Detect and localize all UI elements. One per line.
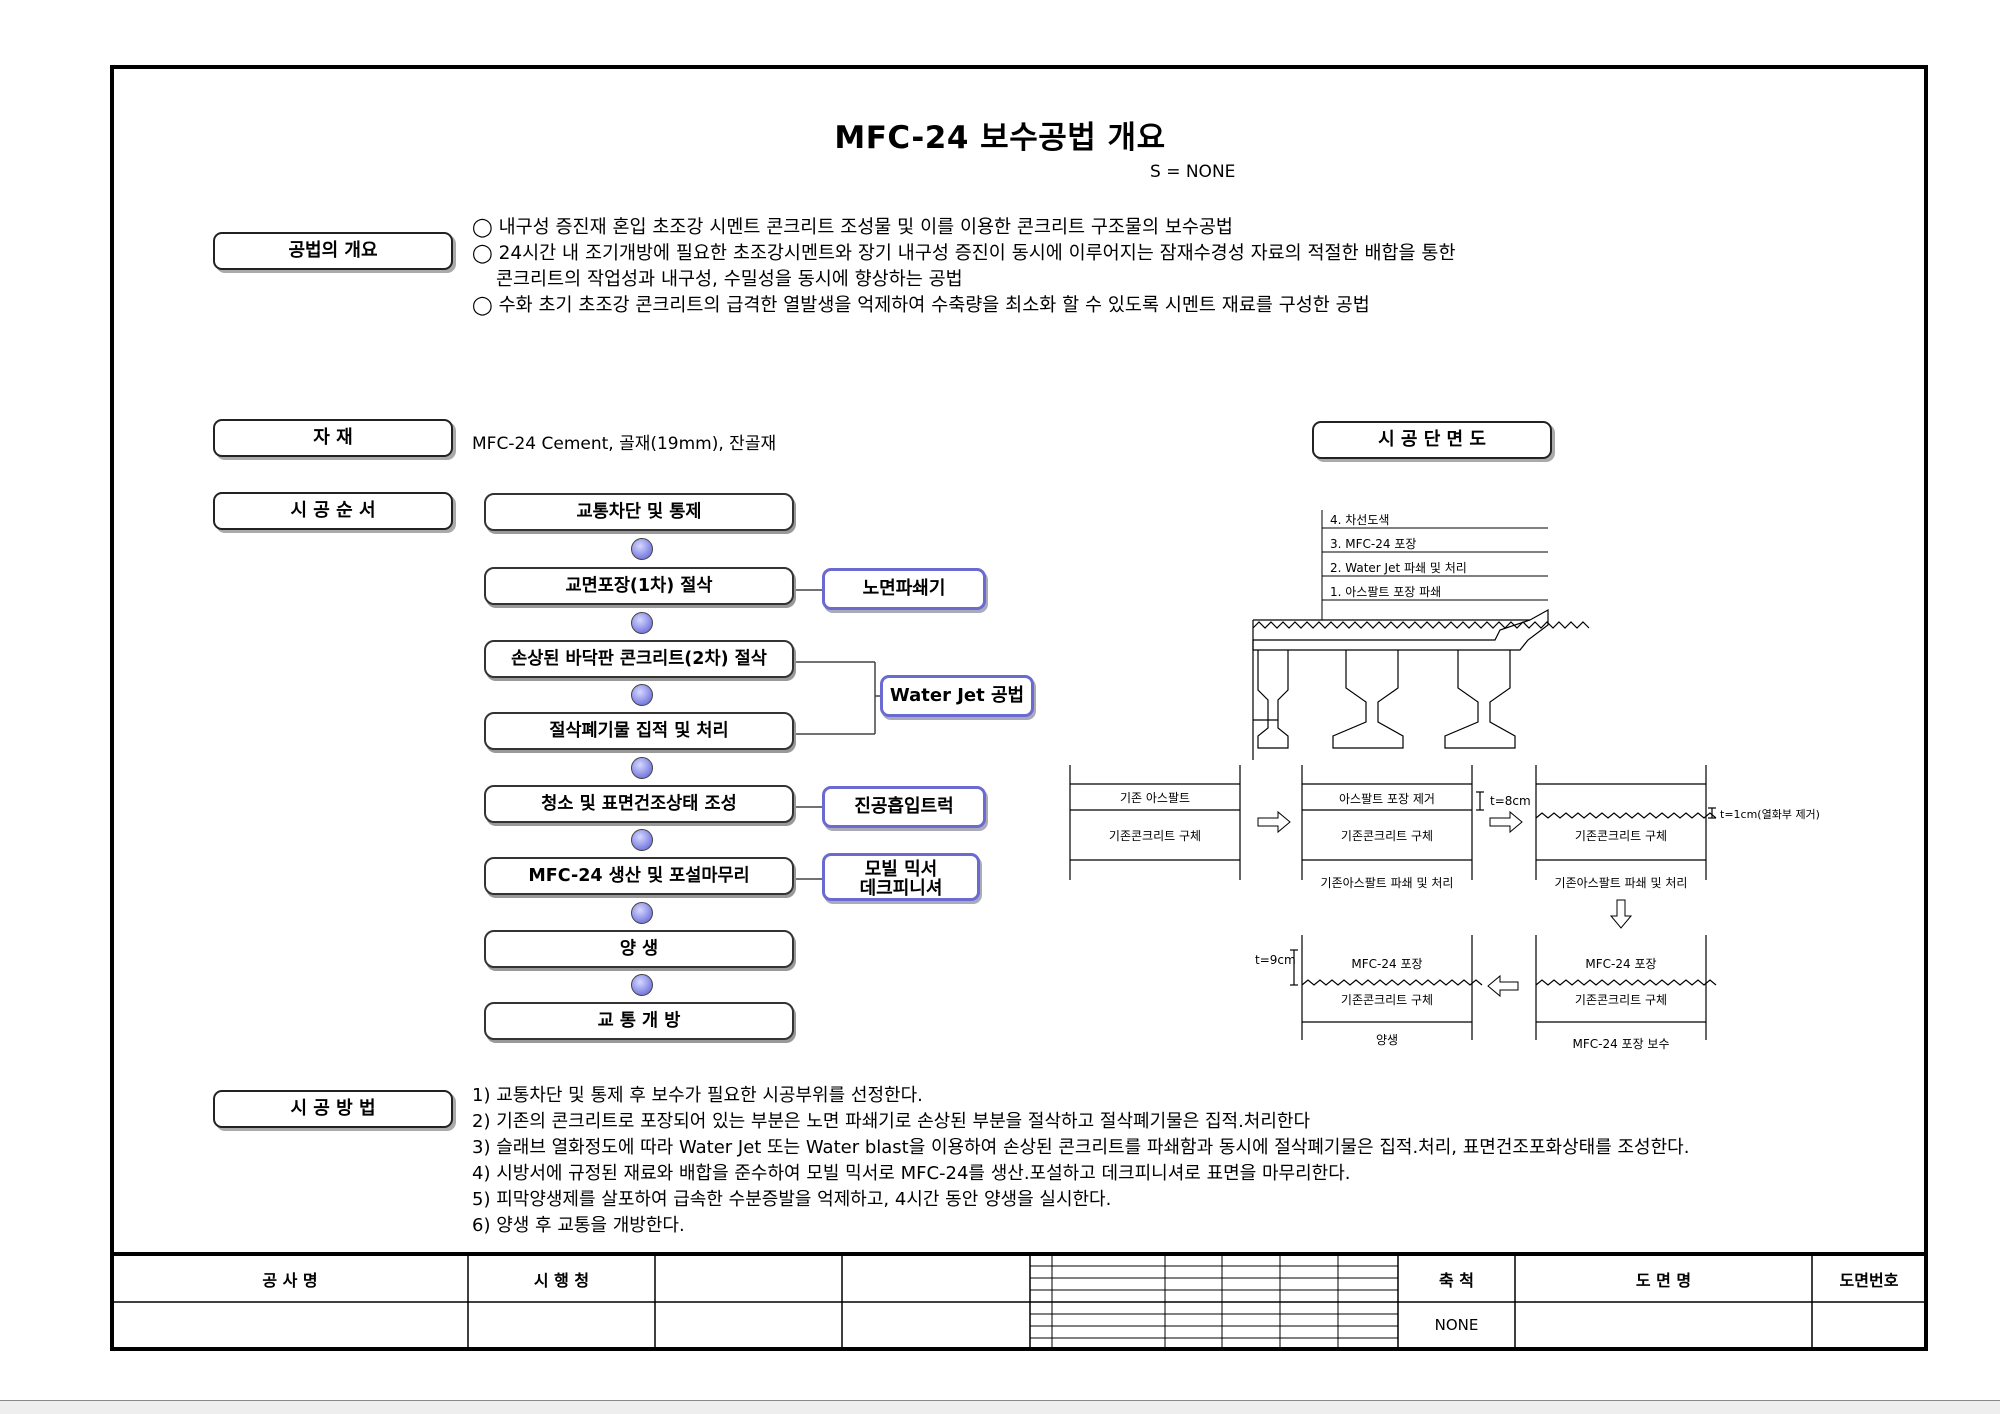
equipment-mixer-label: 모빌 믹서 <box>864 859 938 880</box>
stage-2-asphalt-removal: 아스팔트 포장 제거 <box>1339 792 1435 806</box>
bottom-edge <box>0 1400 2000 1414</box>
step-traffic-control: 교통차단 및 통제 <box>484 493 794 531</box>
stage-3-thickness: t=1cm(열화부 제거) <box>1720 808 1820 821</box>
flow-dot-icon <box>631 902 653 924</box>
step-waste-disposal: 절삭폐기물 집적 및 처리 <box>484 712 794 750</box>
title-block-drawing-name-label: 도 면 명 <box>1635 1271 1692 1290</box>
drawing-frame <box>110 65 1928 1351</box>
page-title: MFC-24 보수공법 개요 <box>834 120 1166 156</box>
stage-1-asphalt: 기존 아스팔트 <box>1120 791 1190 805</box>
title-block-project-label: 공 사 명 <box>262 1271 318 1290</box>
left-arrow-icon <box>1487 974 1519 998</box>
layer-label-1: 1. 아스팔트 포장 파쇄 <box>1330 585 1441 599</box>
flow-dot-icon <box>631 538 653 560</box>
layer-label-4: 4. 차선도색 <box>1330 513 1389 527</box>
method-line-6: 6) 양생 후 교통을 개방한다. <box>472 1215 685 1236</box>
stage-5-box <box>1290 935 1483 1040</box>
method-line-1: 1) 교통차단 및 통제 후 보수가 필요한 시공부위를 선정한다. <box>472 1085 923 1106</box>
overview-line-1: ◯ 내구성 증진재 혼입 초조강 시멘트 콘크리트 조성물 및 이를 이용한 콘… <box>472 217 1233 238</box>
down-arrow-icon <box>1609 899 1633 929</box>
stage-3-box <box>1535 765 1717 880</box>
equipment-mixer-finisher: 모빌 믹서 데크피니셔 <box>822 853 980 901</box>
stage-1-concrete: 기존콘크리트 구체 <box>1109 829 1201 843</box>
layer-label-2: 2. Water Jet 파쇄 및 처리 <box>1330 561 1467 575</box>
step-traffic-open: 교 통 개 방 <box>484 1002 794 1040</box>
step-deck-milling: 손상된 바닥판 콘크리트(2차) 절삭 <box>484 640 794 678</box>
stage-5-mfc: MFC-24 포장 <box>1351 957 1422 971</box>
method-line-2: 2) 기존의 콘크리트로 포장되어 있는 부분은 노면 파쇄기로 손상된 부분을… <box>472 1111 1311 1132</box>
label-section: 시 공 단 면 도 <box>1312 421 1552 459</box>
stage-5-thickness: t=9cm <box>1255 953 1296 967</box>
method-line-3: 3) 슬래브 열화정도에 따라 Water Jet 또는 Water blast… <box>472 1137 1690 1158</box>
flow-dot-icon <box>631 974 653 996</box>
equipment-milling-machine: 노면파쇄기 <box>822 568 986 610</box>
overview-line-2: ◯ 24시간 내 조기개방에 필요한 초조강시멘트와 장기 내구성 증진이 동시… <box>472 243 1456 264</box>
overview-line-3: 콘크리트의 작업성과 내구성, 수밀성을 동시에 향상하는 공법 <box>496 269 963 290</box>
label-materials: 자 재 <box>213 419 453 457</box>
stage-4-caption: MFC-24 포장 보수 <box>1572 1037 1669 1051</box>
stage-1-box <box>1069 765 1241 880</box>
equipment-water-jet: Water Jet 공법 <box>880 675 1034 717</box>
title-block-drawing-number-label: 도면번호 <box>1839 1271 1899 1290</box>
title-block-scale-value: NONE <box>1434 1316 1479 1334</box>
stage-4-concrete: 기존콘크리트 구체 <box>1575 993 1667 1007</box>
method-line-5: 5) 피막양생제를 살포하여 급속한 수분증발을 억제하고, 4시간 동안 양생… <box>472 1189 1112 1210</box>
flow-dot-icon <box>631 684 653 706</box>
stage-3-caption: 기존아스팔트 파쇄 및 처리 <box>1555 876 1688 890</box>
right-arrow-icon <box>1489 810 1523 834</box>
step-curing: 양 생 <box>484 930 794 968</box>
scale-note: S = NONE <box>1150 162 1236 182</box>
label-method: 시 공 방 법 <box>213 1090 453 1128</box>
stage-3-concrete: 기존콘크리트 구체 <box>1575 829 1667 843</box>
right-arrow-icon <box>1257 810 1291 834</box>
overview-line-4: ◯ 수화 초기 초조강 콘크리트의 급격한 열발생을 억제하여 수축량을 최소화… <box>472 295 1370 316</box>
materials-text: MFC-24 Cement, 골재(19mm), 잔골재 <box>472 434 777 454</box>
stage-2-concrete: 기존콘크리트 구체 <box>1341 829 1433 843</box>
stage-4-mfc: MFC-24 포장 <box>1585 957 1656 971</box>
equipment-finisher-label: 데크피니셔 <box>859 878 943 899</box>
stage-5-caption: 양생 <box>1376 1033 1398 1047</box>
title-block-client-label: 시 행 청 <box>533 1271 590 1290</box>
layer-label-3: 3. MFC-24 포장 <box>1330 537 1416 551</box>
stage-2-thickness: t=8cm <box>1490 794 1531 808</box>
stage-2-caption: 기존아스팔트 파쇄 및 처리 <box>1321 876 1454 890</box>
label-overview: 공법의 개요 <box>213 232 453 270</box>
equipment-vacuum-truck: 진공흡입트럭 <box>822 786 986 828</box>
stage-5-concrete: 기존콘크리트 구체 <box>1341 993 1433 1007</box>
step-production-placing: MFC-24 생산 및 포설마무리 <box>484 857 794 895</box>
flow-dot-icon <box>631 829 653 851</box>
method-line-4: 4) 시방서에 규정된 재료와 배합을 준수하여 모빌 믹서로 MFC-24를 … <box>472 1163 1351 1184</box>
layer-leaders <box>1321 510 1548 620</box>
title-block-scale-label: 축 척 <box>1438 1271 1474 1290</box>
label-sequence: 시 공 순 서 <box>213 492 453 530</box>
bridge-cross-section <box>1252 608 1590 760</box>
stage-2-box <box>1301 765 1484 880</box>
step-cleaning: 청소 및 표면건조상태 조성 <box>484 785 794 823</box>
step-pavement-milling: 교면포장(1차) 절삭 <box>484 567 794 605</box>
flow-dot-icon <box>631 612 653 634</box>
flow-dot-icon <box>631 757 653 779</box>
stage-4-box <box>1535 935 1717 1040</box>
